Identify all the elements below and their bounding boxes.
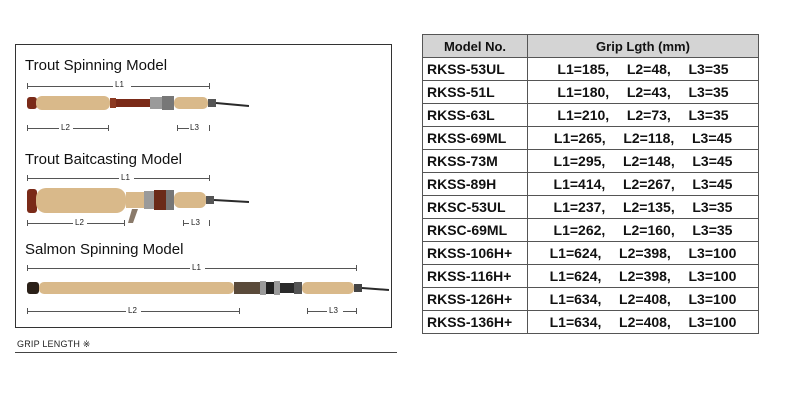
model-cell: RKSS-136H+ (422, 310, 528, 334)
l1-dimension-line (27, 86, 113, 87)
header-model-no: Model No. (422, 34, 528, 58)
grip-cell: L1=237, L2=135, L3=35 (527, 195, 759, 219)
grip-diagram-panel: Trout Spinning Model L1 L2 L3 Trout Bait… (15, 44, 392, 328)
footer-divider (15, 352, 397, 353)
model-title-trout-spinning: Trout Spinning Model (25, 57, 168, 74)
model-cell: RKSS-116H+ (422, 264, 528, 288)
l3-label: L3 (191, 218, 200, 227)
l1-dimension-line (134, 178, 209, 179)
trout-baitcasting-rod-image (27, 188, 249, 223)
grip-cell: L1=185, L2=48, L3=35 (527, 57, 759, 81)
grip-cell: L1=262, L2=160, L3=35 (527, 218, 759, 242)
l3-dimension-line (343, 311, 356, 312)
dim-tick (239, 308, 240, 314)
l1-dimension-line (205, 268, 356, 269)
grip-cell: L1=180, L2=43, L3=35 (527, 80, 759, 104)
model-cell: RKSS-53UL (422, 57, 528, 81)
l2-dimension-line (141, 311, 239, 312)
dim-tick (108, 125, 109, 131)
table-row: RKSS-116H+L1=624, L2=398, L3=100 (422, 264, 759, 288)
model-title-salmon-spinning: Salmon Spinning Model (25, 241, 184, 258)
l2-label: L2 (128, 306, 137, 315)
model-cell: RKSS-51L (422, 80, 528, 104)
grip-cell: L1=624, L2=398, L3=100 (527, 241, 759, 265)
l3-label: L3 (329, 306, 338, 315)
header-grip-length: Grip Lgth (mm) (527, 34, 759, 58)
grip-cell: L1=624, L2=398, L3=100 (527, 264, 759, 288)
l2-dimension-line (87, 223, 124, 224)
l3-dimension-line (183, 223, 189, 224)
model-cell: RKSS-69ML (422, 126, 528, 150)
trout-spinning-rod-image (27, 96, 249, 110)
l3-dimension-line (177, 128, 189, 129)
model-cell: RKSS-73M (422, 149, 528, 173)
l3-dimension-line (307, 311, 327, 312)
dim-tick (356, 308, 357, 314)
model-cell: RKSS-106H+ (422, 241, 528, 265)
grip-cell: L1=414, L2=267, L3=45 (527, 172, 759, 196)
salmon-spinning-rod-image (27, 281, 389, 295)
dim-tick (209, 125, 210, 131)
l1-dimension-line (131, 86, 209, 87)
l2-label: L2 (61, 123, 70, 132)
dim-tick (124, 220, 125, 226)
l3-label: L3 (190, 123, 199, 132)
grip-cell: L1=265, L2=118, L3=45 (527, 126, 759, 150)
model-cell: RKSC-69ML (422, 218, 528, 242)
l2-dimension-line (27, 128, 59, 129)
dim-tick (209, 220, 210, 226)
table-row: RKSS-136H+L1=634, L2=408, L3=100 (422, 310, 759, 334)
grip-cell: L1=634, L2=408, L3=100 (527, 287, 759, 311)
grip-length-caption: GRIP LENGTH ※ (17, 339, 91, 349)
model-cell: RKSS-126H+ (422, 287, 528, 311)
model-cell: RKSS-63L (422, 103, 528, 127)
grip-cell: L1=634, L2=408, L3=100 (527, 310, 759, 334)
table-row: RKSS-106H+L1=624, L2=398, L3=100 (422, 241, 759, 265)
dim-tick (209, 175, 210, 181)
l1-label: L1 (121, 173, 130, 182)
l1-dimension-line (27, 268, 190, 269)
l2-dimension-line (27, 223, 73, 224)
dim-tick (356, 265, 357, 271)
table-row: RKSS-126H+L1=634, L2=408, L3=100 (422, 287, 759, 311)
grip-cell: L1=210, L2=73, L3=35 (527, 103, 759, 127)
model-cell: RKSC-53UL (422, 195, 528, 219)
model-title-trout-baitcasting: Trout Baitcasting Model (25, 151, 183, 168)
l1-dimension-line (27, 178, 119, 179)
model-cell: RKSS-89H (422, 172, 528, 196)
l2-dimension-line (73, 128, 108, 129)
table-header-row: Model No. Grip Lgth (mm) (422, 34, 759, 58)
dim-tick (209, 83, 210, 89)
l1-label: L1 (192, 263, 201, 272)
l1-label: L1 (115, 80, 124, 89)
l2-dimension-line (27, 311, 126, 312)
l2-label: L2 (75, 218, 84, 227)
grip-cell: L1=295, L2=148, L3=45 (527, 149, 759, 173)
